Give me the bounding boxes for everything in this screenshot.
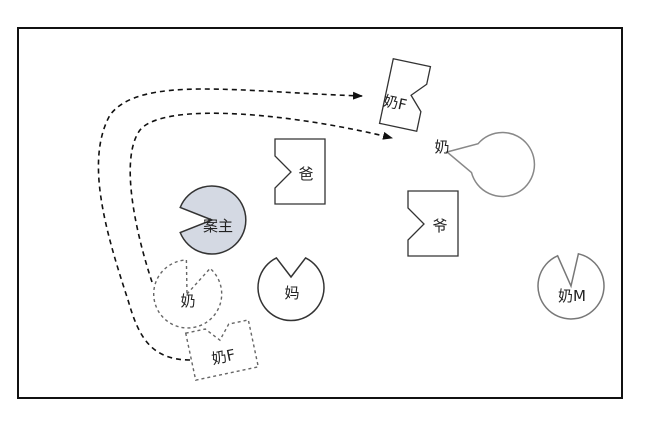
node-label: 案主 bbox=[203, 217, 233, 235]
node-grandma-f-top[interactable]: 奶F bbox=[378, 57, 432, 133]
node-label: 奶F bbox=[382, 92, 409, 115]
node-father[interactable]: 爸 bbox=[274, 138, 326, 205]
node-grandpa[interactable]: 爷 bbox=[407, 190, 459, 257]
node-label: 奶 bbox=[434, 138, 449, 156]
node-mother[interactable]: 妈 bbox=[257, 256, 325, 322]
node-label: 妈 bbox=[284, 284, 299, 302]
node-label: 爸 bbox=[298, 165, 313, 183]
diagram-frame bbox=[17, 27, 623, 399]
node-label: 爷 bbox=[432, 217, 447, 235]
node-label: 奶F bbox=[210, 346, 237, 369]
node-grandma-right[interactable]: 奶 bbox=[434, 131, 536, 198]
node-grandma-dashed[interactable]: 奶 bbox=[153, 259, 223, 329]
migration-arrow-inner bbox=[129, 112, 393, 283]
node-grandma-f-dashed[interactable]: 奶F bbox=[184, 319, 260, 381]
node-label: 奶M bbox=[558, 287, 586, 305]
node-proband[interactable]: 案主 bbox=[179, 185, 247, 255]
migration-arrow-outer bbox=[97, 88, 363, 361]
node-grandma-m[interactable]: 奶M bbox=[537, 252, 605, 320]
node-label: 奶 bbox=[180, 292, 195, 310]
